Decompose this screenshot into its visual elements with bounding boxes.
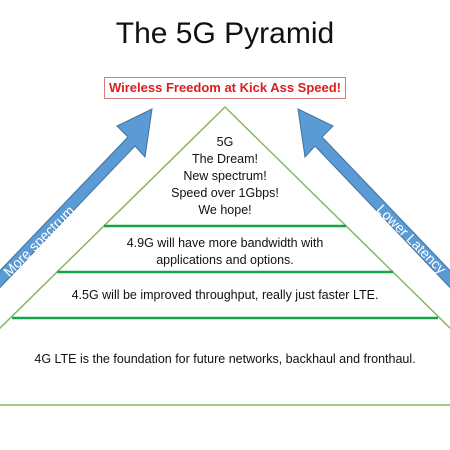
tier-top-line: New spectrum!: [183, 169, 267, 183]
left-arrow: [0, 108, 153, 289]
tier-top-line: 5G: [216, 135, 234, 149]
tier-top-line: Speed over 1Gbps!: [171, 186, 279, 200]
tier-4-5g: 4.5G will be improved throughput, really…: [71, 288, 379, 302]
tier-top-line: The Dream!: [192, 152, 258, 166]
right-arrow: [297, 108, 450, 289]
diagram-title: The 5G Pyramid: [115, 17, 335, 50]
tier-4-9g: 4.9G will have more bandwidth with appli…: [80, 235, 370, 269]
tier-top: 5G The Dream! New spectrum! Speed over 1…: [150, 134, 300, 219]
tier-4-9g-line: 4.9G will have more bandwidth with: [126, 236, 324, 250]
tier-top-line: We hope!: [198, 203, 252, 217]
tier-4-9g-line: applications and options.: [156, 253, 294, 267]
tier-4g-base: 4G LTE is the foundation for future netw…: [34, 352, 416, 366]
banner-box: Wireless Freedom at Kick Ass Speed!: [104, 77, 346, 99]
pyramid-outline: [0, 105, 450, 406]
